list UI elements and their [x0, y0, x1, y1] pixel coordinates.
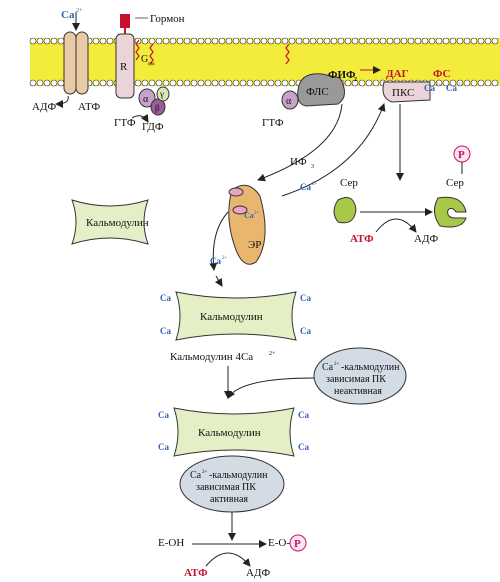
- ca-to-pkc-arrow: [281, 103, 386, 197]
- ca-ip3-sup: 2+: [312, 182, 318, 187]
- g-protein-anchor: [285, 43, 290, 65]
- er-label: ЭР: [248, 239, 261, 251]
- alpha-label: α: [143, 94, 149, 105]
- phosphate-top-label: Р: [458, 149, 465, 161]
- endoplasmic-reticulum: [228, 184, 266, 265]
- adp-left-label: АДФ: [32, 101, 56, 113]
- atp-left-label: АТФ: [78, 101, 100, 113]
- phosphate-bottom: [289, 534, 307, 552]
- dag-label: ДАГ: [386, 68, 409, 80]
- kinase-active-line3: активная: [210, 494, 248, 505]
- ca-pkc-1-label: Ca: [424, 83, 435, 93]
- pip2-sub: 2: [354, 77, 357, 83]
- calmodulin-ca-4: Ca: [300, 326, 311, 336]
- ip3-sub: 3: [311, 164, 314, 170]
- protein-kinase-c: [382, 81, 431, 103]
- kinase-active-ca: Ca: [190, 470, 202, 481]
- kinase-inactive: [313, 347, 407, 405]
- calcium-channel: [63, 12, 89, 95]
- er-ca-label: Ca: [244, 211, 254, 220]
- alpha-mid-label: α: [286, 96, 292, 107]
- calmodulin-ca-1: Ca: [160, 293, 171, 303]
- gamma-label: γ: [159, 89, 164, 99]
- protein-substrate: [333, 197, 357, 224]
- ca-pkc-2-sup: 2+: [458, 83, 464, 88]
- calmodulin-complex-caption: Кальмодулин 4Ca: [170, 351, 253, 363]
- pkc-label: ПКС: [392, 87, 414, 99]
- plc-label: ФЛС: [306, 86, 329, 98]
- atp-right-label: АТФ: [350, 233, 374, 245]
- ca-top-label: Ca: [61, 9, 75, 21]
- calmodulin-bound-label: Кальмодулин: [200, 311, 263, 323]
- phospholipase-c: [297, 73, 345, 107]
- adp-right-label: АДФ: [414, 233, 438, 245]
- kinase-inactive-sup: 2+: [334, 362, 340, 367]
- er-ca-sup: 2+: [254, 211, 260, 216]
- g-alpha-subunit: [281, 90, 299, 110]
- beta-label: β: [155, 103, 160, 113]
- receptor-label: R: [120, 61, 128, 73]
- calmodulin-ca-2: Ca: [160, 326, 171, 336]
- kinase-active-sup: 2+: [202, 470, 208, 475]
- gtp-left-label: ГТФ: [114, 117, 136, 129]
- ps-label: ФС: [433, 68, 450, 80]
- substrate-label: Е-ОН: [158, 537, 184, 549]
- calmodulin-active-ca-2: Ca: [158, 442, 169, 452]
- calmodulin-bound: [175, 291, 297, 341]
- hormone-label: Гормон: [150, 13, 185, 25]
- g-protein-label: G: [141, 54, 148, 65]
- ip3-label: ИФ: [290, 156, 307, 168]
- adp-bottom-label: АДФ: [246, 567, 270, 579]
- kinase-inactive-line3: неактивная: [334, 386, 382, 397]
- g-protein: [135, 39, 170, 116]
- calmodulin-ca-3: Ca: [300, 293, 311, 303]
- ca-ip3-label: Ca: [300, 182, 311, 192]
- cell-membrane: [29, 37, 500, 87]
- calmodulin-complex-sup: 2+: [269, 351, 276, 357]
- calmodulin-active-ca-1: Ca: [158, 410, 169, 420]
- calmodulin-active-ca-3: Ca: [298, 410, 309, 420]
- calmodulin-free: [71, 199, 149, 245]
- kinase-inactive-line1: -кальмодулин: [341, 362, 400, 373]
- ca-top-sup: 2+: [76, 8, 83, 14]
- receptor: [115, 14, 135, 99]
- kinase-inactive-line2: зависимая ПК: [326, 374, 386, 385]
- phosphate-bottom-label: Р: [294, 538, 301, 550]
- ser-left-label: Сер: [340, 177, 358, 189]
- g-protein-sub: qвс: [148, 62, 156, 67]
- ca-release-sup: 2+: [222, 256, 228, 261]
- kinase-inactive-ca: Ca: [322, 362, 334, 373]
- ser-right-label: Сер: [446, 177, 464, 189]
- calmodulin-active-ca-4: Ca: [298, 442, 309, 452]
- product-label: Е-О-: [268, 537, 290, 549]
- pip2-label: ФИФ: [328, 69, 356, 81]
- ca-pkc-1-sup: 2+: [436, 83, 442, 88]
- ca-pkc-2-label: Ca: [446, 83, 457, 93]
- kinase-active-line1: -кальмодулин: [209, 470, 268, 481]
- atp-bottom-label: АТФ: [184, 567, 208, 579]
- calmodulin-free-label: Кальмодулин: [86, 217, 149, 229]
- gdp-left-label: ГДФ: [142, 121, 164, 133]
- calmodulin-active-label: Кальмодулин: [198, 427, 261, 439]
- ip3-arrow: [257, 103, 343, 182]
- protein-phosphorylated: [434, 196, 467, 228]
- kinase-active-line2: зависимая ПК: [196, 482, 256, 493]
- gtp-mid-label: ГТФ: [262, 117, 284, 129]
- er-release-arrow: [209, 211, 229, 271]
- ca-release-label: Ca: [210, 256, 221, 266]
- kinase-join-arrow: [227, 377, 315, 399]
- calmodulin-active: [173, 407, 295, 457]
